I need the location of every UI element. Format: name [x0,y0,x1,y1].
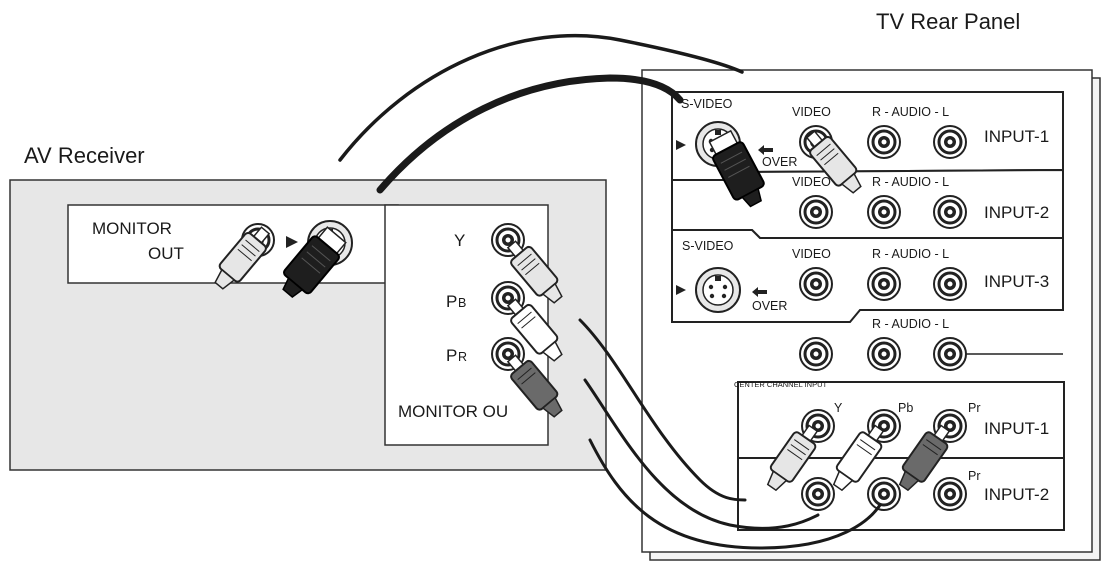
row1-audio-label: R - AUDIO - L [872,105,949,119]
tv-component2-pr-jack[interactable] [932,476,968,512]
center-channel-input-label: CENTER CHANNEL INPUT [734,380,827,389]
row2-video-label: VIDEO [792,175,831,189]
monitor-out-label-line2: OUT [148,244,184,263]
row3-input-label: INPUT-3 [984,272,1049,291]
row3-audio-label: R - AUDIO - L [872,247,949,261]
comp1-input-label: INPUT-1 [984,419,1049,438]
tv-audio-l-jack[interactable] [932,336,968,372]
arrow-icon [676,285,686,295]
comp1-pr-label: Pr [968,401,981,415]
row1-video-label: VIDEO [792,105,831,119]
cables [338,33,882,550]
tv-input2-audio-r-jack[interactable] [866,194,902,230]
tv-input3-svideo-jack[interactable] [695,267,741,313]
tv-input2-audio-l-jack[interactable] [932,194,968,230]
composite-video-cable [338,33,744,162]
row4-audio-label: R - AUDIO - L [872,317,949,331]
arrow-icon [286,236,298,248]
receiver-pb-label-main: P [446,292,457,311]
row1-input-label: INPUT-1 [984,127,1049,146]
receiver-component-monitor-out-label: MONITOR OU [398,402,508,421]
arrow-icon [676,140,686,150]
component-pr-cable [588,438,882,550]
receiver-pb-label-sub: B [458,296,466,310]
row2-audio-label: R - AUDIO - L [872,175,949,189]
svideo-cable [376,74,684,194]
tv-rear-panel-title: TV Rear Panel [876,9,1020,34]
comp2-input-label: INPUT-2 [984,485,1049,504]
comp1-y-label: Y [834,401,843,415]
receiver-pr-label-main: P [446,346,457,365]
comp2-pr-label: Pr [968,469,981,483]
row2-input-label: INPUT-2 [984,203,1049,222]
tv-input3-video-jack[interactable] [798,266,834,302]
tv-component2-pb-jack[interactable] [866,476,902,512]
tv-input3-audio-r-jack[interactable] [866,266,902,302]
row3-video-label: VIDEO [792,247,831,261]
arrow-left-icon [758,145,773,155]
tv-audio-r-jack[interactable] [866,336,902,372]
tv-input1-audio-r-jack[interactable] [866,124,902,160]
tv-input1-audio-l-jack[interactable] [932,124,968,160]
arrow-left-icon [752,287,767,297]
component-y-cable [578,318,747,502]
component-pb-cable [583,378,820,530]
av-receiver-title: AV Receiver [24,143,145,168]
receiver-pr-label-sub: R [458,350,467,364]
receiver-y-label: Y [454,231,465,250]
tv-input3-audio-l-jack[interactable] [932,266,968,302]
tv-audio-jack-1[interactable] [798,336,834,372]
row1-svideo-label: S-VIDEO [681,97,733,111]
input3-section [671,229,1064,323]
tv-input2-video-jack[interactable] [798,194,834,230]
tv-rear-panel: TV Rear Panel S-VIDEO VIDEO R - AUDIO - … [641,9,1101,561]
row3-svideo-label: S-VIDEO [682,239,734,253]
monitor-out-label-line1: MONITOR [92,219,172,238]
row1-over-label: OVER [762,155,797,169]
comp1-pb-label: Pb [898,401,913,415]
tv-component2-y-jack[interactable] [800,476,836,512]
row3-over-label: OVER [752,299,787,313]
